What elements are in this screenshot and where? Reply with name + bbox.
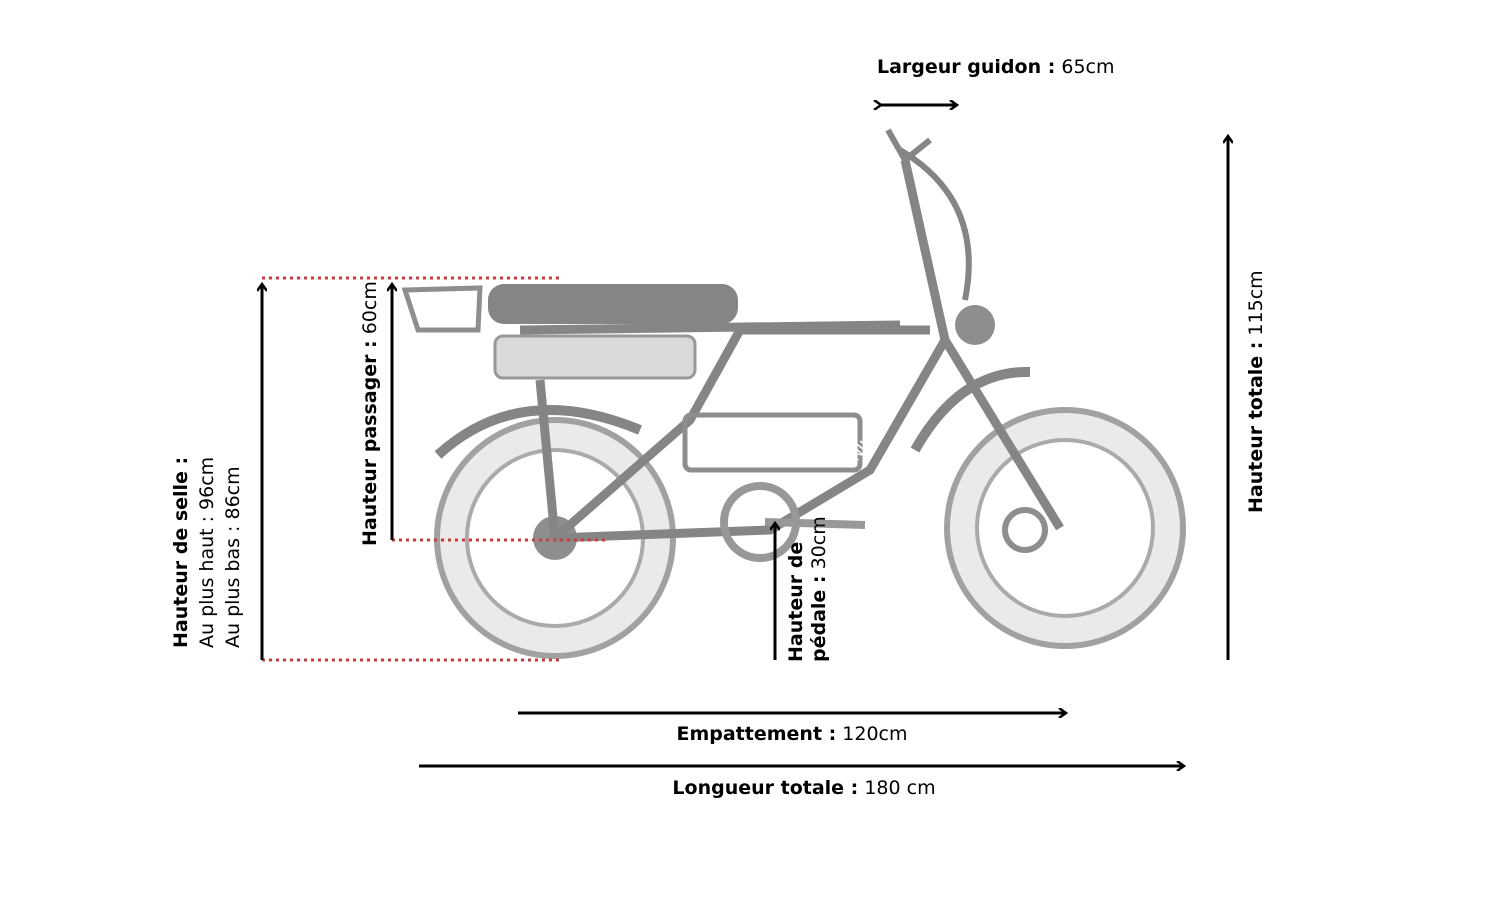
seat-height-lowest: Au plus bas : 86cm xyxy=(222,466,244,648)
front-wheel xyxy=(944,407,1186,649)
label-value: 120cm xyxy=(836,723,907,745)
label-title: Empattement : xyxy=(676,723,836,745)
label-title: Largeur guidon : xyxy=(877,56,1055,78)
seat-height-label: Hauteur de selle : Au plus haut : 96cm A… xyxy=(170,457,244,648)
battery xyxy=(493,334,697,380)
handlebar xyxy=(885,128,972,301)
label-value: 60cm xyxy=(359,281,381,340)
seat-height-highest: Au plus haut : 96cm xyxy=(196,457,218,648)
label-title-2: pédale : xyxy=(808,575,830,662)
guide-lines xyxy=(262,276,607,662)
label-value: 115cm xyxy=(1245,270,1267,341)
seat xyxy=(488,284,738,324)
label-title: Hauteur de xyxy=(785,542,807,662)
rear-rack xyxy=(401,285,483,333)
headlight xyxy=(955,305,995,345)
svg-text:pédale : 30cm: pédale : 30cm xyxy=(808,516,830,662)
handlebar-width-label: Largeur guidon : 65cm xyxy=(877,56,1115,78)
total-height-label: Hauteur totale : 115cm xyxy=(1245,270,1267,513)
label-value: 30cm xyxy=(808,516,830,575)
passenger-height-label: Hauteur passager : 60cm xyxy=(359,281,381,546)
wheelbase-label: Empattement : 120cm xyxy=(676,723,907,745)
frame xyxy=(519,159,1064,543)
pedal-crank xyxy=(764,518,866,529)
label-title: Hauteur passager : xyxy=(359,340,381,546)
label-title: Hauteur totale : xyxy=(1245,342,1267,513)
front-fender xyxy=(910,366,1031,453)
label-title: Longueur totale : xyxy=(672,777,858,799)
label-value: 180 cm xyxy=(858,777,935,799)
total-length-label: Longueur totale : 180 cm xyxy=(672,777,935,799)
side-cage xyxy=(682,412,863,473)
label-value: 65cm xyxy=(1055,56,1114,78)
pedal-height-label: Hauteur de pédale : 30cm xyxy=(785,516,830,662)
label-title: Hauteur de selle : xyxy=(170,457,192,648)
rear-fender xyxy=(434,405,642,459)
